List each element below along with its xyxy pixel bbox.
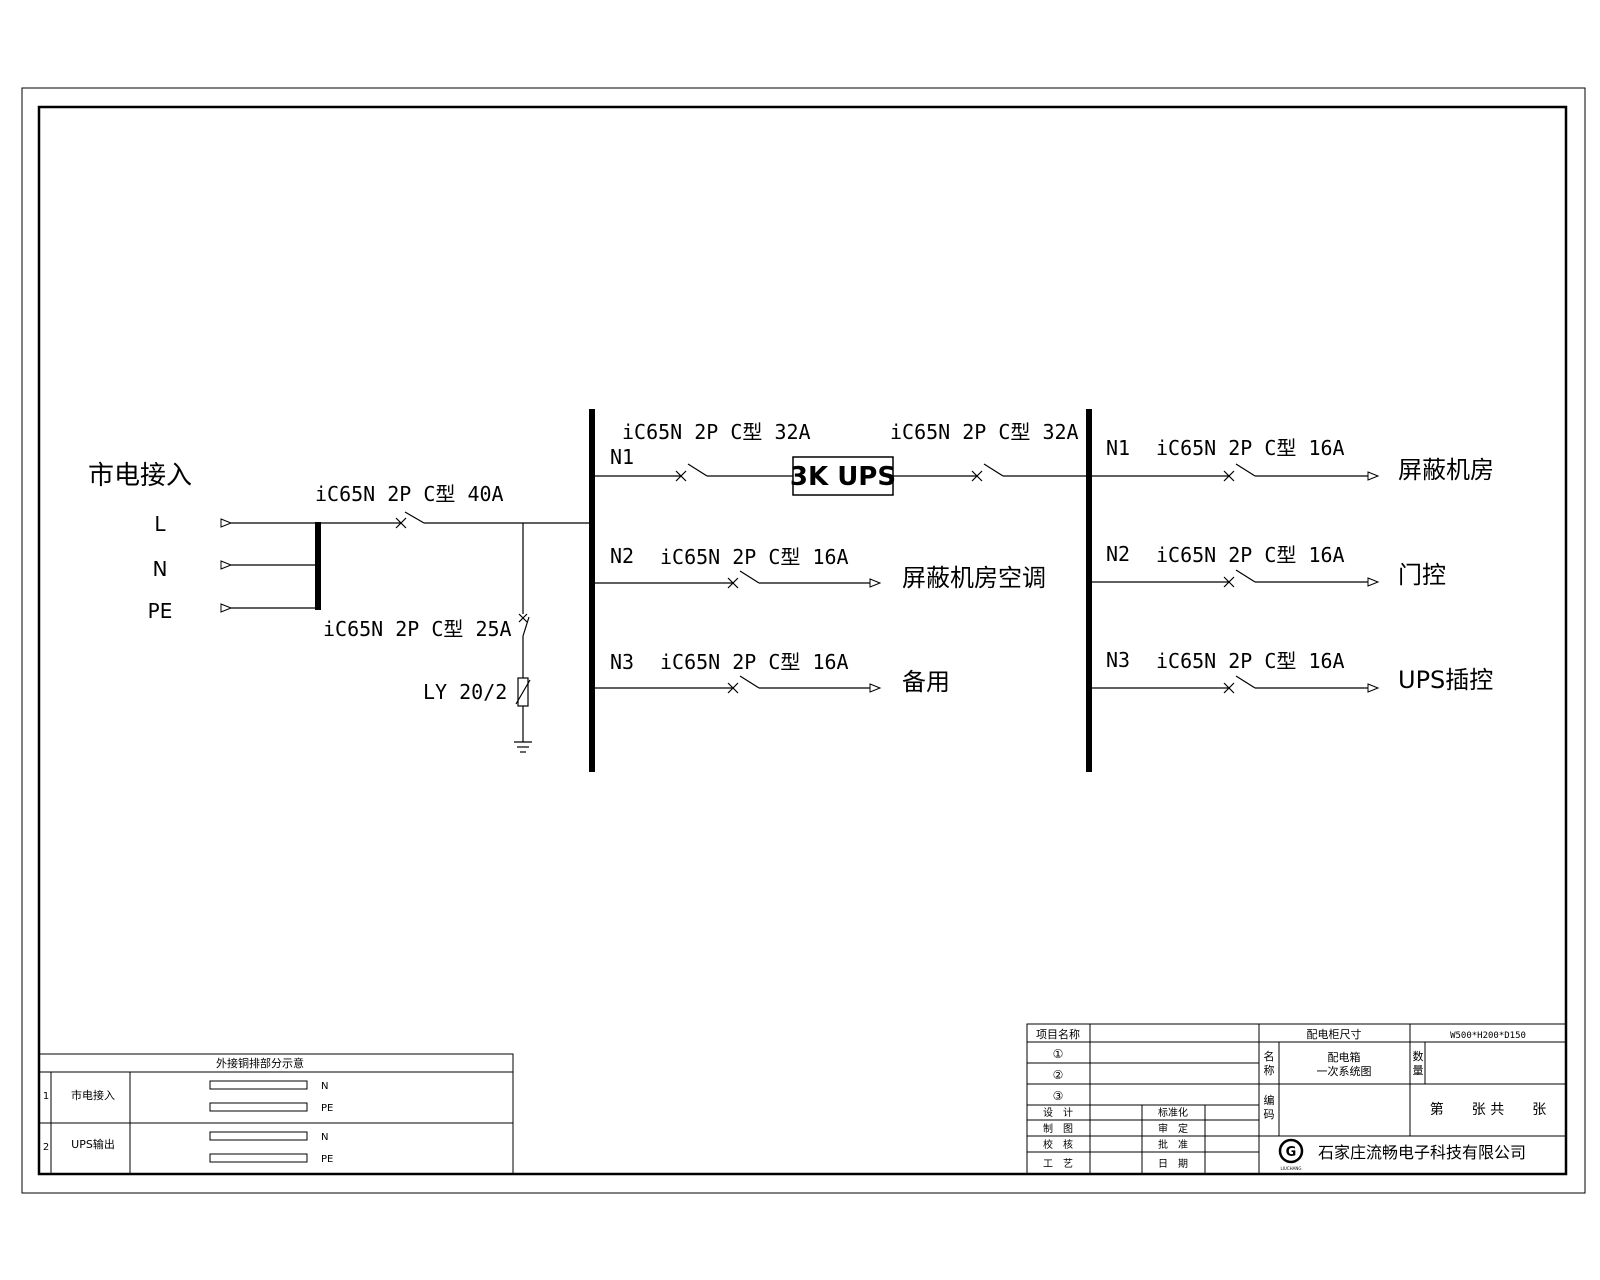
tb-sign-left-3: 校 核 <box>1043 1138 1073 1151</box>
bus2-n3-breaker: iC65N 2P C型 16A <box>1156 649 1345 673</box>
mains-title: 市电接入 <box>88 461 192 491</box>
bus2-n2-breaker: iC65N 2P C型 16A <box>1156 543 1345 567</box>
tb-sign-left-4: 工 艺 <box>1043 1158 1073 1170</box>
bus1-n3-load: 备用 <box>902 668 950 696</box>
bus1-n3-breaker: iC65N 2P C型 16A <box>660 650 849 674</box>
ups-output-line <box>893 463 1086 482</box>
bus1-n1-breaker: iC65N 2P C型 32A <box>622 420 811 444</box>
bus1-n1-id: N1 <box>610 445 634 469</box>
bus1-n2-breaker: iC65N 2P C型 16A <box>660 545 849 569</box>
tb-item-2: ② <box>1053 1068 1064 1082</box>
tb-qty-label-1: 数 <box>1413 1050 1424 1063</box>
bus2-n2-line <box>1092 569 1379 588</box>
bus2-n1-line <box>1092 463 1379 482</box>
tb-sign-right-4: 日 期 <box>1158 1158 1188 1170</box>
phase-pe-label: PE <box>148 599 173 623</box>
bus2-n2-load: 门控 <box>1398 561 1446 589</box>
inner-frame <box>37 105 1568 1176</box>
copper-row-1-name: 市电接入 <box>71 1088 115 1102</box>
bus2-n3-line <box>1092 675 1379 694</box>
bus1-n1-line <box>595 463 793 482</box>
svg-text:G: G <box>1286 1145 1297 1160</box>
bus1-n3-id: N3 <box>610 650 634 674</box>
tb-qty-label-2: 量 <box>1413 1064 1424 1077</box>
bus1-n2-id: N2 <box>610 544 634 568</box>
tb-cabinet-size-label: 配电柜尺寸 <box>1307 1027 1362 1041</box>
tb-name-label-1: 名 <box>1264 1049 1275 1063</box>
tb-sign-left-2: 制 图 <box>1043 1122 1073 1135</box>
tb-code-label-2: 码 <box>1264 1108 1275 1121</box>
input-terminals <box>220 518 318 613</box>
bus1-n2-line <box>595 570 881 589</box>
bus2-n3-load: UPS插控 <box>1398 666 1493 694</box>
main-breaker-symbol <box>318 511 590 529</box>
phase-n-label: N <box>153 557 168 581</box>
tb-project-name-label: 项目名称 <box>1036 1027 1080 1041</box>
ups-box <box>792 456 894 496</box>
title-block-grid <box>1026 1023 1567 1175</box>
ups-out-breaker-label: iC65N 2P C型 32A <box>890 420 1079 444</box>
main-breaker-label: iC65N 2P C型 40A <box>315 482 504 506</box>
bus2-n1-load: 屏蔽机房 <box>1398 456 1494 484</box>
tb-item-1: ① <box>1053 1047 1064 1061</box>
copper-row-2-bar-n: N <box>321 1132 328 1143</box>
bus1-n2-load: 屏蔽机房空调 <box>902 564 1046 592</box>
tb-sheet-text: 第 张 共 张 <box>1430 1101 1546 1118</box>
tb-code-label-1: 编 <box>1264 1093 1275 1107</box>
company-logo: G LIUCHANG <box>1278 1138 1304 1171</box>
tb-name-value-2: 一次系统图 <box>1317 1064 1372 1078</box>
copper-row-1-bar-n: N <box>321 1081 328 1092</box>
copper-row-2-bar-pe: PE <box>321 1154 333 1165</box>
bus1-n3-line <box>595 675 881 694</box>
tb-sign-right-1: 标准化 <box>1158 1106 1188 1119</box>
outer-frame <box>21 87 1586 1194</box>
copper-row-1-bar-pe: PE <box>321 1103 333 1114</box>
tb-name-value-1: 配电箱 <box>1328 1050 1361 1064</box>
copper-table-title: 外接铜排部分示意 <box>216 1056 304 1070</box>
copper-row-1-no: 1 <box>43 1091 49 1102</box>
svg-text:LIUCHANG: LIUCHANG <box>1281 1166 1302 1171</box>
tb-company-name: 石家庄流畅电子科技有限公司 <box>1318 1143 1526 1162</box>
copper-row-2-name: UPS输出 <box>71 1137 115 1151</box>
copper-table <box>38 1053 514 1175</box>
phase-l-label: L <box>154 512 166 536</box>
spd-model-label: LY 20/2 <box>423 680 507 704</box>
bus2-n3-id: N3 <box>1106 648 1130 672</box>
bus2-n1-breaker: iC65N 2P C型 16A <box>1156 436 1345 460</box>
tb-item-3: ③ <box>1053 1089 1064 1103</box>
tb-cabinet-size-value: W500*H200*D150 <box>1450 1031 1526 1041</box>
ups-label: 3K UPS <box>790 462 896 492</box>
bus2-n2-id: N2 <box>1106 542 1130 566</box>
spd-branch <box>514 523 532 753</box>
tb-sign-right-2: 审 定 <box>1158 1122 1188 1135</box>
tb-sign-left-1: 设 计 <box>1043 1106 1073 1119</box>
copper-row-2-no: 2 <box>43 1142 49 1153</box>
spd-breaker-label: iC65N 2P C型 25A <box>323 617 512 641</box>
tb-sign-right-3: 批 准 <box>1158 1138 1188 1151</box>
bus2-n1-id: N1 <box>1106 436 1130 460</box>
tb-name-label-2: 称 <box>1264 1063 1275 1077</box>
